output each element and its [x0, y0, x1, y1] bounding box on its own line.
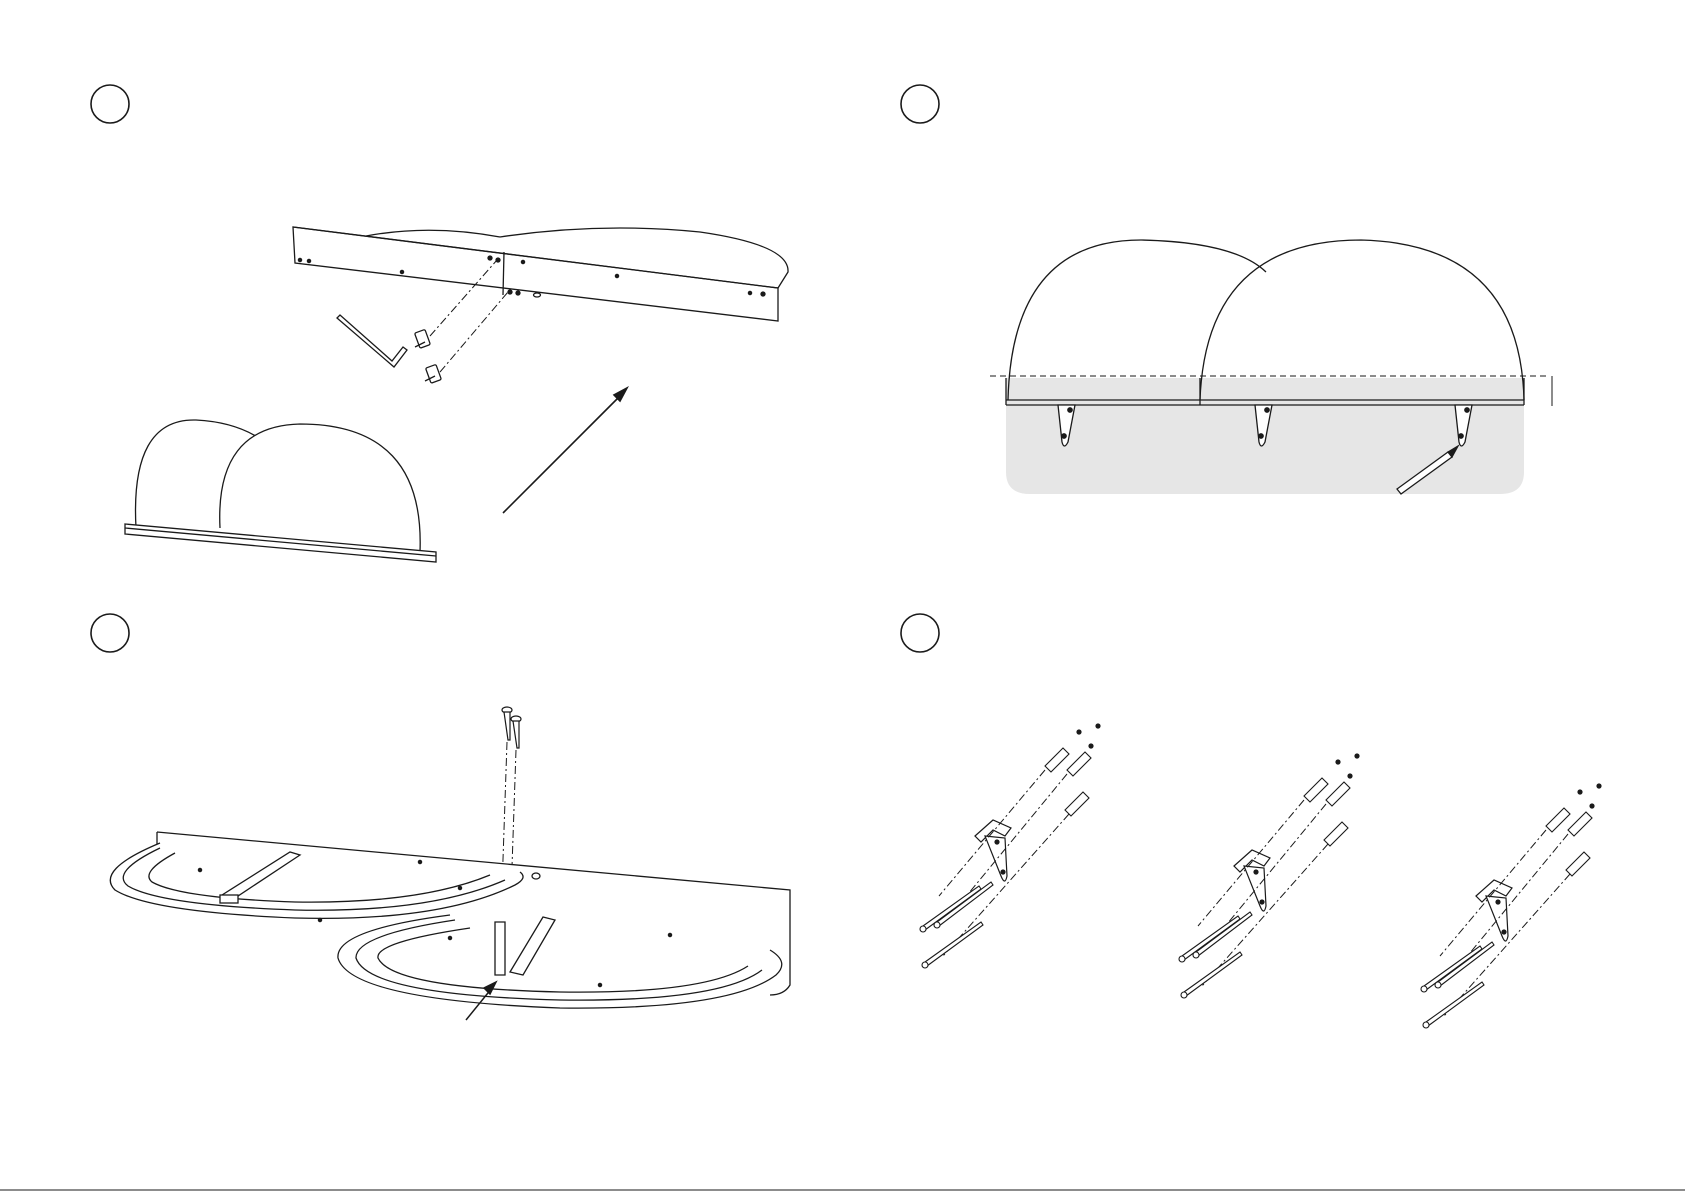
- screw-icon: [502, 707, 521, 748]
- step-1-badge: [91, 85, 129, 123]
- step-4-badge: [901, 614, 939, 652]
- hardware-set-3: [1421, 783, 1602, 1028]
- panel-step-4: [901, 614, 1602, 1028]
- panel-step-1: [91, 85, 788, 562]
- step-2-badge: [901, 85, 939, 123]
- direction-arrow-icon: [503, 388, 627, 513]
- panel-step-2: [901, 85, 1552, 494]
- hex-key-icon: [337, 315, 407, 367]
- bolt-icon: [415, 329, 442, 383]
- shelf-underside: [110, 832, 790, 1008]
- panel-step-3: [91, 614, 790, 1020]
- hardware-set-2: [1179, 753, 1360, 998]
- hardware-set-1: [920, 723, 1101, 968]
- step-3-badge: [91, 614, 129, 652]
- shelf-backboard: [293, 227, 788, 321]
- finished-shelf: [125, 420, 436, 562]
